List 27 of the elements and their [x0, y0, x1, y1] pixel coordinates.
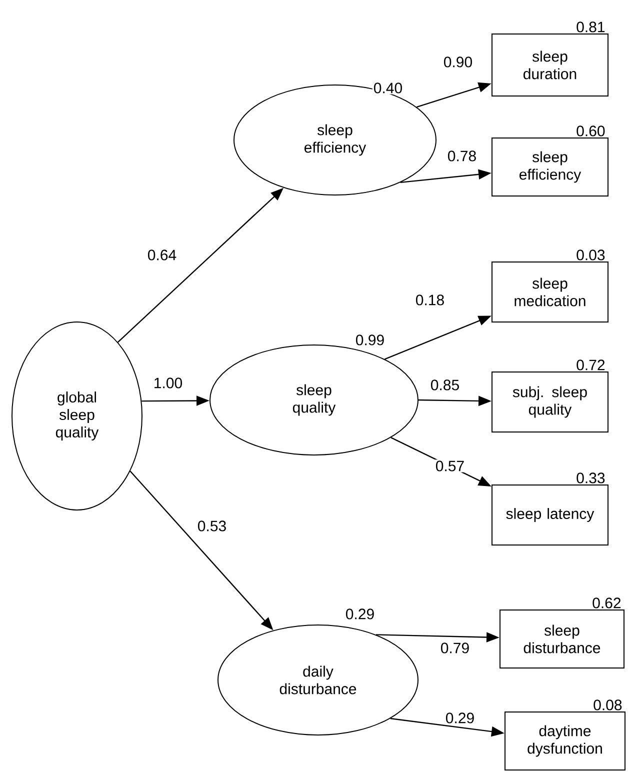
r-squared-label: 0.72: [576, 360, 605, 370]
edge-label: 0.90: [442, 56, 474, 68]
edge-label: 1.00: [152, 376, 184, 390]
indicator-box: daytime dysfunction: [504, 712, 626, 770]
r-squared-label: 0.08: [594, 700, 622, 710]
r-squared-label: 0.29: [344, 608, 376, 620]
r-squared-label: 0.81: [576, 22, 605, 32]
r-squared-label: 0.40: [372, 82, 404, 94]
edge-label: 0.64: [146, 248, 178, 262]
indicator-box: sleep latency: [492, 484, 608, 546]
indicator-box: sleep duration: [492, 34, 608, 96]
r-squared-label: 0.62: [592, 598, 621, 608]
r-squared-label: 0.60: [576, 126, 605, 136]
indicator-box: sleep medication: [492, 262, 608, 322]
edge-label: 0.29: [444, 712, 476, 724]
r-squared-label: 0.33: [576, 472, 605, 484]
indicator-box: sleep disturbance: [500, 610, 624, 668]
edge-label: 0.57: [434, 460, 466, 472]
indicator-box: sleep efficiency: [492, 138, 608, 196]
r-squared-label: 0.99: [354, 334, 386, 346]
r-squared-label: 0.03: [576, 250, 605, 260]
indicator-box: subj. sleep quality: [492, 372, 608, 432]
edge-label: 0.18: [414, 294, 446, 306]
edge-label: 0.53: [196, 520, 228, 532]
edge-label: 0.85: [429, 378, 461, 392]
edge-label: 0.78: [446, 150, 478, 162]
edge-label: 0.79: [439, 642, 471, 654]
